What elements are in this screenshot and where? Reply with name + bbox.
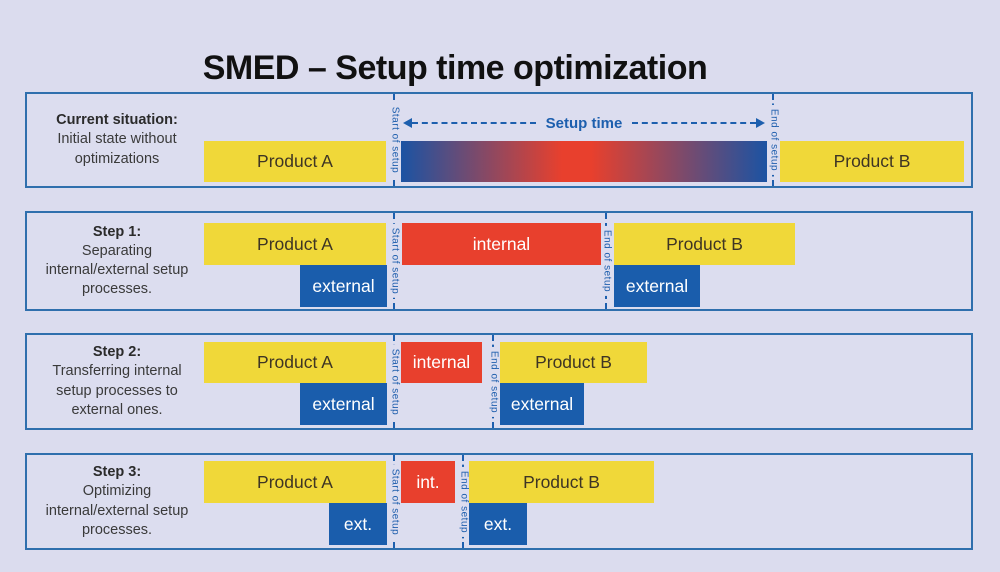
- end-of-setup-marker: End of setup: [488, 335, 500, 428]
- panel-heading: Step 2:: [92, 344, 142, 361]
- panel-description: Optimizing internal/external setup proce…: [45, 483, 189, 538]
- internal-setup-box: internal: [401, 342, 482, 383]
- panel-label: Step 1: Separating internal/external set…: [33, 213, 201, 309]
- panel-label: Step 2: Transferring internal setup proc…: [33, 335, 201, 428]
- end-of-setup-marker: End of setup: [458, 455, 470, 548]
- product-b-box: Product B: [500, 342, 647, 383]
- arrow-dash: [632, 122, 756, 124]
- product-a-box: Product A: [204, 141, 386, 182]
- external-setup-box-b: external: [500, 383, 584, 425]
- end-of-setup-marker: End of setup: [768, 94, 780, 186]
- setup-time-arrow: Setup time: [403, 114, 765, 132]
- panel-current-situation: Current situation: Initial state without…: [25, 92, 973, 188]
- internal-setup-box: int.: [401, 461, 455, 503]
- panel-description: Separating internal/external setup proce…: [45, 242, 189, 298]
- start-of-setup-label: Start of setup: [389, 344, 401, 419]
- page-title: SMED – Setup time optimization: [202, 48, 708, 87]
- product-b-box: Product B: [780, 141, 964, 182]
- panel-label: Current situation: Initial state without…: [33, 94, 201, 186]
- panel-heading: Current situation:: [56, 112, 178, 129]
- product-b-box: Product B: [469, 461, 654, 503]
- start-of-setup-marker: Start of setup: [389, 335, 401, 428]
- product-a-box: Product A: [204, 223, 386, 265]
- start-of-setup-marker: Start of setup: [389, 455, 401, 548]
- start-of-setup-label: Start of setup: [389, 223, 401, 299]
- arrow-dash: [412, 122, 536, 124]
- panel-heading: Step 1:: [92, 223, 142, 240]
- start-of-setup-label: Start of setup: [389, 464, 401, 539]
- panel-description: Transferring internal setup processes to…: [52, 363, 182, 418]
- panel-step-3: Step 3: Optimizing internal/external set…: [25, 453, 973, 550]
- end-of-setup-marker: End of setup: [601, 213, 613, 309]
- start-of-setup-marker: Start of setup: [389, 94, 401, 186]
- panel-step-2: Step 2: Transferring internal setup proc…: [25, 333, 973, 430]
- external-setup-box-a: external: [300, 383, 387, 425]
- external-setup-box-a: ext.: [329, 503, 387, 545]
- panel-heading: Step 3:: [92, 464, 142, 481]
- end-of-setup-label: End of setup: [601, 225, 613, 297]
- arrowhead-right-icon: [756, 118, 765, 128]
- panel-label: Step 3: Optimizing internal/external set…: [33, 455, 201, 548]
- external-setup-box-b: ext.: [469, 503, 527, 545]
- end-of-setup-label: End of setup: [768, 104, 780, 176]
- internal-setup-box: internal: [402, 223, 601, 265]
- arrowhead-left-icon: [403, 118, 412, 128]
- product-b-box: Product B: [614, 223, 795, 265]
- external-setup-box-b: external: [614, 265, 700, 307]
- start-of-setup-label: Start of setup: [389, 102, 401, 178]
- product-a-box: Product A: [204, 461, 386, 503]
- product-a-box: Product A: [204, 342, 386, 383]
- external-setup-box-a: external: [300, 265, 387, 307]
- setup-gradient-bar: [401, 141, 767, 182]
- setup-time-label: Setup time: [545, 114, 623, 132]
- end-of-setup-label: End of setup: [488, 346, 500, 417]
- end-of-setup-label: End of setup: [458, 466, 470, 537]
- panel-step-1: Step 1: Separating internal/external set…: [25, 211, 973, 311]
- panel-description: Initial state without optimizations: [57, 131, 177, 167]
- start-of-setup-marker: Start of setup: [389, 213, 401, 309]
